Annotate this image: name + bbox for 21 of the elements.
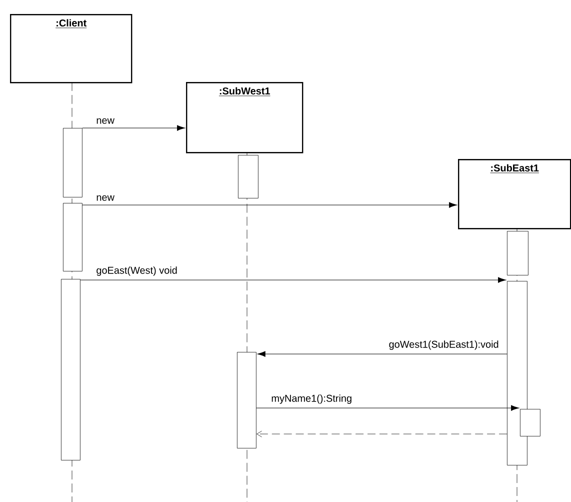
message-label: myName1():String xyxy=(270,394,354,405)
activation-bar xyxy=(507,231,528,276)
message-arrow xyxy=(257,351,508,357)
activation-bar xyxy=(61,279,80,460)
activation-bar xyxy=(237,352,256,448)
object-box: :SubWest1 xyxy=(186,82,304,154)
message-arrow xyxy=(256,405,519,411)
message-arrow xyxy=(256,430,508,438)
message-arrow xyxy=(82,125,185,131)
object-box: :SubEast1 xyxy=(458,159,571,230)
message-label: new xyxy=(95,194,116,202)
message-label: new xyxy=(95,117,116,125)
message-arrow xyxy=(82,202,457,208)
message-label: goEast(West) void xyxy=(95,266,178,277)
message-arrow xyxy=(80,277,506,283)
activation-bar xyxy=(63,203,82,272)
activation-bar xyxy=(63,128,82,198)
activation-bar xyxy=(238,155,258,198)
object-box: :Client xyxy=(10,14,132,84)
message-label: goWest1(SubEast1):void xyxy=(388,340,500,351)
activation-bar xyxy=(520,409,540,436)
